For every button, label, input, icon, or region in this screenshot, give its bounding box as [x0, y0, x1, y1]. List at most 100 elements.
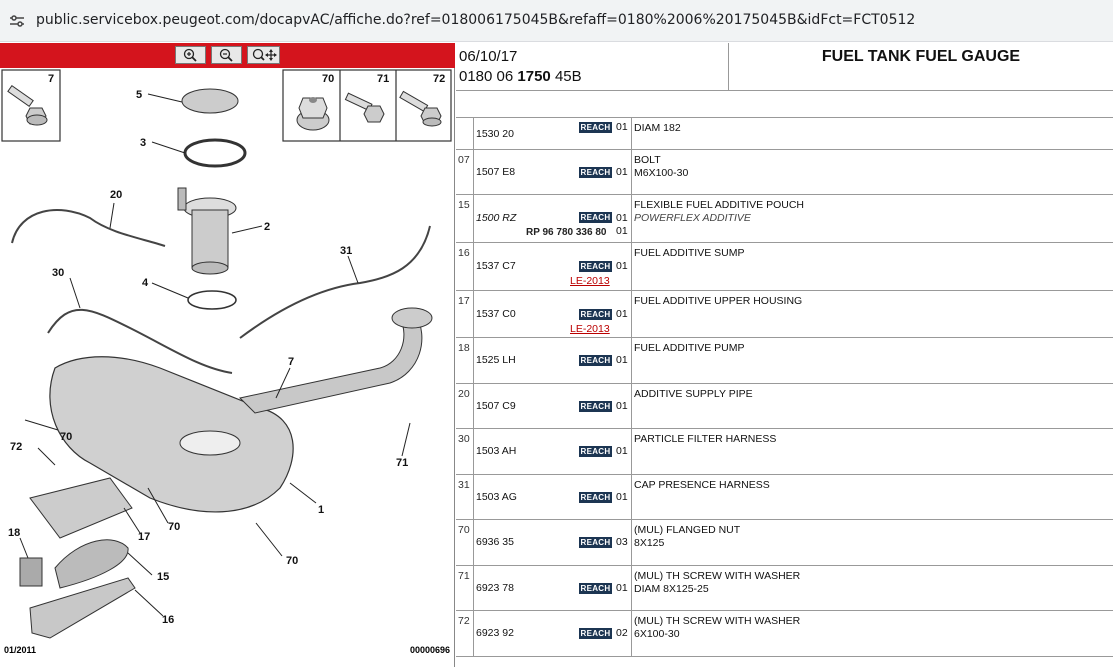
row-part-cell: 1525 LH REACH	[474, 338, 614, 383]
row-part-cell: 6936 35 REACH	[474, 520, 614, 565]
exploded-diagram: 7 70 71 72	[1, 69, 452, 655]
callout-2: 2	[264, 221, 270, 233]
part-number[interactable]: 6936 35	[476, 536, 514, 548]
zoom-out-icon	[219, 48, 233, 62]
le-link[interactable]: LE-2013	[570, 275, 610, 287]
inset-label-71: 71	[377, 73, 389, 85]
row-ref: 20	[456, 384, 474, 428]
url-text[interactable]: public.servicebox.peugeot.com/docapvAC/a…	[36, 12, 916, 28]
callout-70-c: 70	[286, 555, 298, 567]
header-ref: 0180 06 1750 45B	[459, 68, 582, 85]
description-line: BOLT	[634, 154, 661, 166]
part-number[interactable]: 1537 C7	[476, 260, 516, 272]
reach-badge[interactable]: REACH	[579, 122, 612, 133]
le-link[interactable]: LE-2013	[570, 323, 610, 335]
zoom-pan-button[interactable]	[247, 46, 280, 64]
part-number[interactable]: 1530 20	[476, 128, 514, 140]
row-ref: 71	[456, 566, 474, 610]
description-line: 8X125	[634, 537, 665, 549]
row-part-cell: 1507 C9 REACH	[474, 384, 614, 428]
quantity: 01	[616, 212, 628, 224]
inset-label-72: 72	[433, 73, 445, 85]
additive-sump-16	[29, 577, 136, 639]
quantity: 01	[616, 400, 628, 412]
zoom-out-button[interactable]	[211, 46, 242, 64]
part-number[interactable]: 1503 AH	[476, 445, 517, 457]
reach-badge[interactable]: REACH	[579, 583, 612, 594]
tune-icon[interactable]	[10, 15, 24, 27]
nut-70-icon	[296, 97, 330, 131]
reach-badge[interactable]: REACH	[579, 212, 612, 223]
row-part-cell: 1503 AH REACH	[474, 429, 614, 474]
description-line: M6X100-30	[634, 167, 689, 179]
row-description: ADDITIVE SUPPLY PIPE	[632, 384, 1113, 428]
reach-badge[interactable]: REACH	[579, 628, 612, 639]
part-number[interactable]: 1503 AG	[476, 491, 517, 503]
reach-badge[interactable]: REACH	[579, 446, 612, 457]
callout-15: 15	[157, 571, 169, 583]
part-number[interactable]: 6923 92	[476, 627, 514, 639]
row-ref: 30	[456, 429, 474, 474]
row-ref: 70	[456, 520, 474, 565]
description-line: DIAM 8X125-25	[634, 583, 709, 595]
reach-badge[interactable]: REACH	[579, 167, 612, 178]
reach-badge[interactable]: REACH	[579, 492, 612, 503]
parts-header: 06/10/17 0180 06 1750 45B FUEL TANK FUEL…	[456, 43, 1113, 91]
address-bar[interactable]: public.servicebox.peugeot.com/docapvAC/a…	[0, 0, 1113, 42]
callout-3: 3	[140, 137, 146, 149]
harness-20	[11, 209, 166, 247]
zoom-in-button[interactable]	[175, 46, 206, 64]
row-ref: 17	[456, 291, 474, 337]
reach-badge[interactable]: REACH	[579, 401, 612, 412]
description-line: PARTICLE FILTER HARNESS	[634, 433, 777, 445]
row-ref: 72	[456, 611, 474, 656]
callout-71: 71	[396, 457, 408, 469]
callout-16: 16	[162, 614, 174, 626]
reach-badge[interactable]: REACH	[579, 537, 612, 548]
cover-part	[181, 88, 239, 114]
row-qty-cell: 01	[614, 475, 632, 519]
diagram-date: 01/2011	[4, 645, 36, 655]
row-qty-cell: 01	[614, 566, 632, 610]
part-number[interactable]: 1500 RZ	[476, 212, 517, 224]
header-left-cell: 06/10/17 0180 06 1750 45B	[456, 43, 729, 91]
description-line: FUEL ADDITIVE PUMP	[634, 342, 745, 354]
part-number[interactable]: 1537 C0	[476, 308, 516, 320]
screw-71-icon	[344, 92, 385, 123]
reach-badge[interactable]: REACH	[579, 355, 612, 366]
screw-72-icon	[399, 90, 442, 127]
additive-housing-17	[29, 477, 133, 539]
part-number[interactable]: 1507 C9	[476, 400, 516, 412]
part-number[interactable]: 1507 E8	[476, 166, 516, 178]
harness-30	[47, 308, 233, 374]
row-qty-cell: 01	[614, 118, 632, 149]
row-qty-cell: 03	[614, 520, 632, 565]
description-line: FLEXIBLE FUEL ADDITIVE POUCH	[634, 199, 804, 211]
row-description: PARTICLE FILTER HARNESS	[632, 429, 1113, 474]
reach-badge[interactable]: REACH	[579, 309, 612, 320]
diagram-code: 00000696	[410, 645, 450, 655]
part-number[interactable]: 1525 LH	[476, 354, 516, 366]
callout-7: 7	[288, 356, 294, 368]
row-ref	[456, 118, 474, 149]
reach-badge[interactable]: REACH	[579, 261, 612, 272]
lock-ring-part	[183, 138, 247, 168]
part-number[interactable]: 6923 78	[476, 582, 514, 594]
quantity: 01	[616, 582, 628, 594]
row-qty-cell: 01	[614, 150, 632, 194]
row-ref: 18	[456, 338, 474, 383]
